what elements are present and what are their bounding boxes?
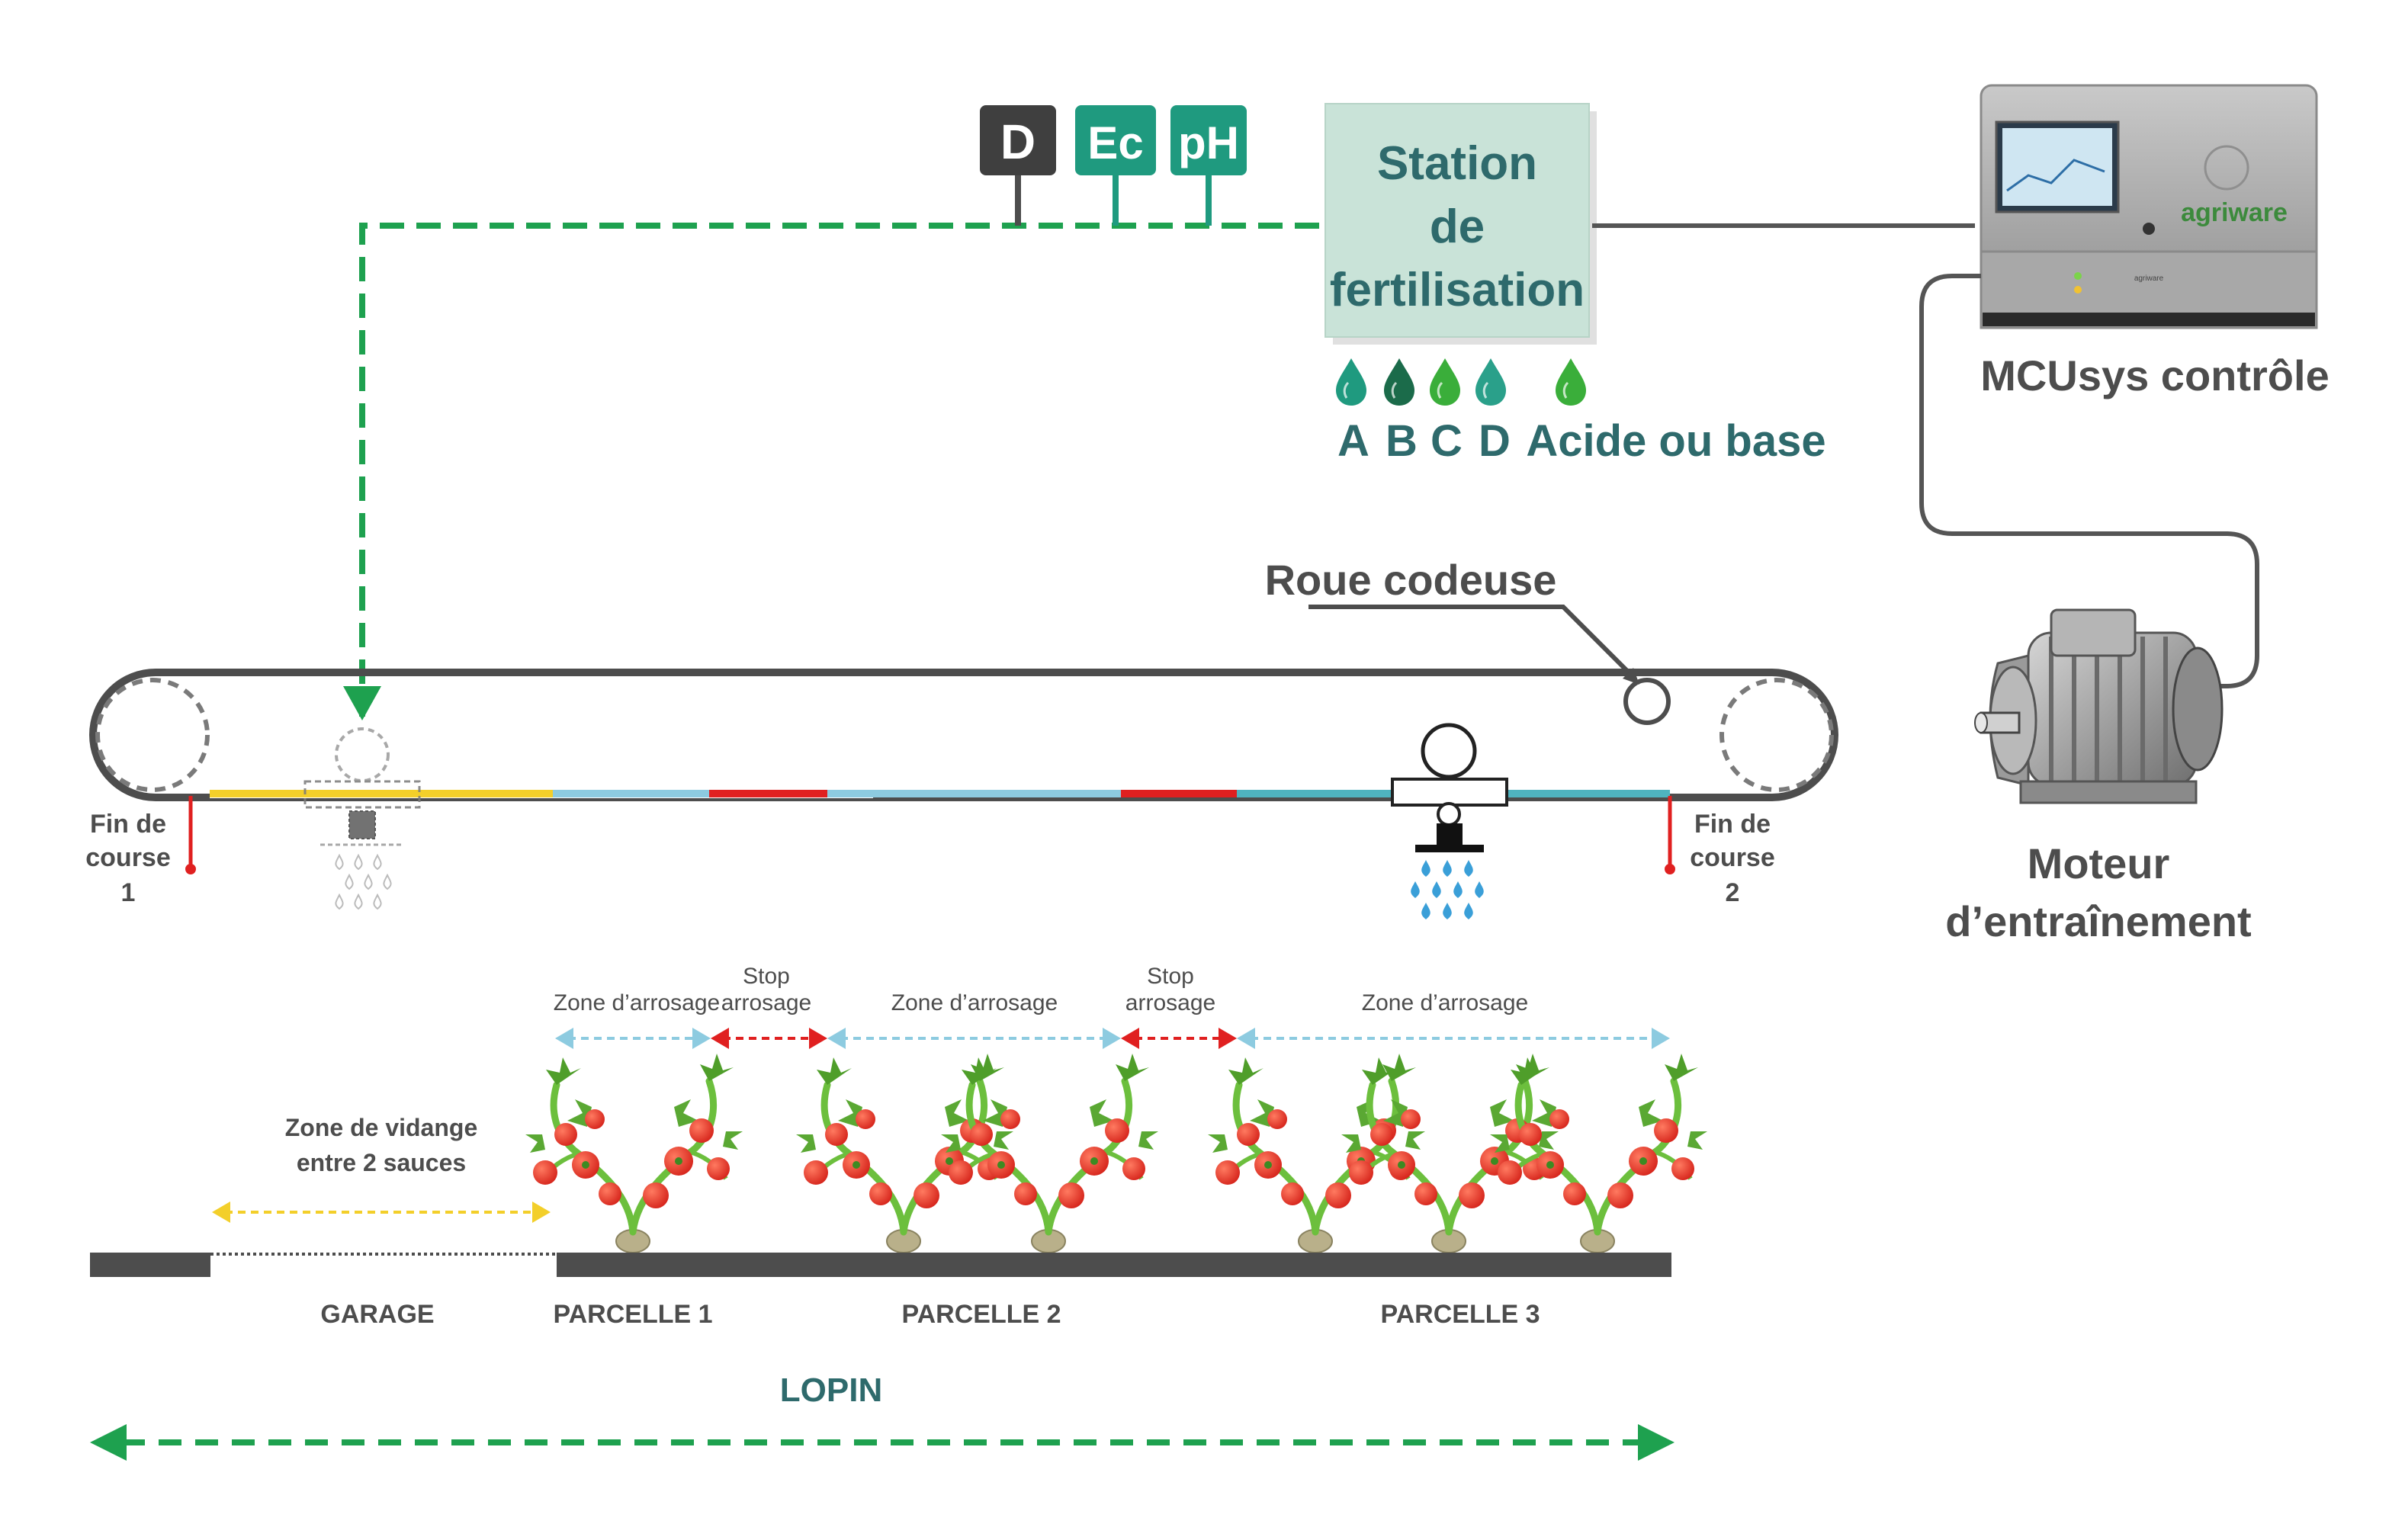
drop-icon [1334, 357, 1368, 407]
motor-label-line1: Moteur [2028, 839, 2170, 887]
area-parcel-1: PARCELLE 1 [553, 1300, 712, 1329]
carriage-ghost [303, 727, 421, 910]
drain-zone-arrow [212, 1202, 551, 1223]
carriage-active [1391, 723, 1508, 919]
left-pulley [95, 678, 210, 792]
stop-2-arrow [1121, 1028, 1237, 1049]
drop-icon [1474, 357, 1508, 407]
sensor-d-label: D [1000, 114, 1036, 169]
station-title-line3: fertilisation [1330, 264, 1585, 316]
encoder-label: Roue codeuse [1265, 556, 1557, 604]
station-title-line1: Station [1377, 137, 1537, 190]
sensor-ec: Ec [1075, 105, 1156, 175]
tomato-plant-icon [796, 1054, 1013, 1253]
limit1-line3: 1 [121, 878, 136, 907]
limit1-line2: course [85, 843, 171, 872]
tank-drops [1334, 357, 1588, 407]
sensor-ph: pH [1170, 105, 1247, 175]
zone-watering-3-arrow [1237, 1028, 1670, 1049]
stop-2-label-line1: Stop [1147, 964, 1194, 989]
right-pulley [1719, 678, 1834, 792]
tank-d-label: D [1479, 416, 1511, 466]
controller-brand-small: agriware [2134, 274, 2164, 283]
sensor-ec-label: Ec [1087, 117, 1143, 168]
controller-label: MCUsys contrôle [1980, 351, 2329, 399]
tomato-plant-icon [1490, 1054, 1707, 1253]
station-title-line2: de [1430, 201, 1485, 253]
fertilizer-supply-line [359, 223, 1319, 717]
stop-2-label-line2: arrosage [1125, 990, 1215, 1015]
ground-bar-left [90, 1253, 210, 1277]
zone-watering-3-label: Zone d’arrosage [1362, 990, 1528, 1015]
controller-motor-cable [1919, 274, 2259, 688]
sensor-d: D [980, 105, 1056, 175]
drop-icon [1554, 357, 1588, 407]
tank-a-label: A [1337, 416, 1369, 466]
lopin-arrow [90, 1424, 1675, 1461]
ground-bar-main [557, 1253, 1671, 1277]
controller-device-icon: agriware agriware [1980, 84, 2318, 329]
stop-1-label-line2: arrosage [721, 990, 811, 1015]
zone-watering-1-label: Zone d’arrosage [554, 990, 720, 1015]
zone-watering-2-arrow [827, 1028, 1121, 1049]
lopin-label: LOPIN [780, 1372, 882, 1409]
tank-b-label: B [1386, 416, 1418, 466]
tomato-plant-icon [941, 1054, 1158, 1253]
limit2-line2: course [1690, 843, 1775, 872]
water-spray-icon [1411, 860, 1484, 919]
drain-zone-label-line2: entre 2 sauces [297, 1149, 466, 1176]
tank-acid-label: Acide ou base [1526, 416, 1825, 466]
zone-watering-2-label: Zone d’arrosage [891, 990, 1058, 1015]
water-spray-icon [335, 853, 392, 910]
tomato-plant-icon [525, 1054, 743, 1253]
zone-watering-1-arrow [555, 1028, 711, 1049]
motor-label-line2: d’entraînement [1945, 897, 2251, 945]
tank-labels: A B C D Acide ou base [1337, 416, 1826, 466]
motor-icon [1974, 608, 2224, 804]
drop-icon [1382, 357, 1416, 407]
drop-icon [1428, 357, 1462, 407]
area-parcel-3: PARCELLE 3 [1380, 1300, 1540, 1329]
sensor-ph-label: pH [1178, 117, 1239, 168]
limit1-line1: Fin de [90, 810, 166, 839]
controller-brand: agriware [2181, 198, 2288, 227]
limit2-line1: Fin de [1694, 810, 1771, 839]
limit2-line3: 2 [1726, 878, 1740, 907]
fertilization-station: Station de fertilisation [1325, 103, 1597, 345]
area-parcel-2: PARCELLE 2 [901, 1300, 1061, 1329]
area-garage: GARAGE [320, 1300, 434, 1329]
tomato-plants [525, 1054, 1707, 1253]
encoder-pointer [1308, 605, 1636, 679]
supply-arrowhead [343, 686, 381, 720]
stop-1-label-line1: Stop [743, 964, 790, 989]
stop-1-arrow [711, 1028, 827, 1049]
drain-zone-label-line1: Zone de vidange [285, 1114, 477, 1141]
tank-c-label: C [1430, 416, 1463, 466]
encoder-wheel [1623, 678, 1671, 725]
